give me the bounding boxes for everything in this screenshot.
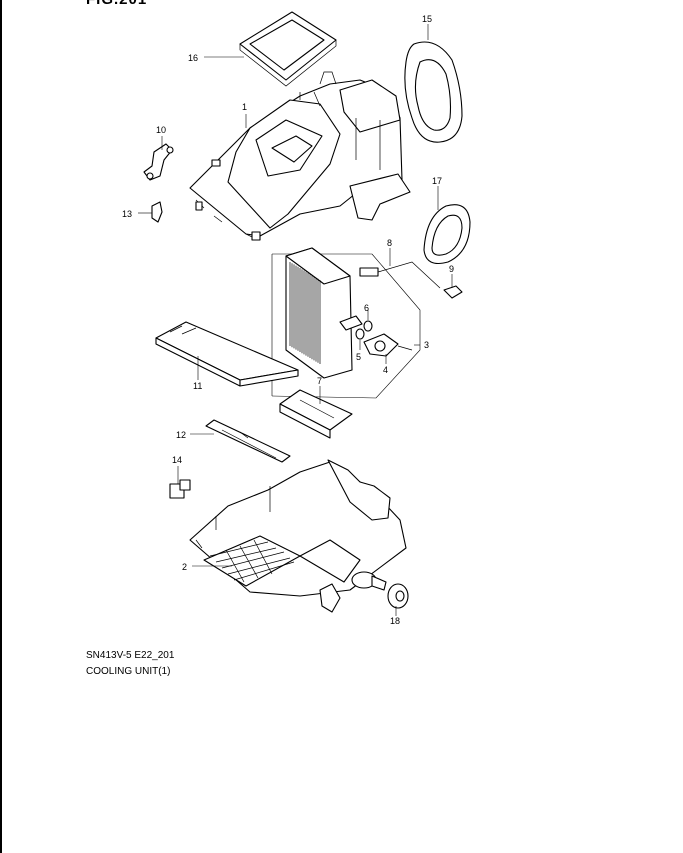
callout-13: 13: [122, 209, 132, 219]
part-5-o-ring: [355, 328, 365, 340]
part-1-upper-case: [189, 71, 411, 241]
part-4-expansion-valve: [363, 333, 413, 357]
part-11-air-filter: [155, 321, 299, 387]
callout-11: 11: [193, 381, 202, 391]
part-17-small-gasket: [423, 204, 471, 265]
callout-2: 2: [182, 562, 187, 572]
callout-10: 10: [156, 125, 166, 135]
part-9-clip: [443, 285, 463, 299]
part-8-thermo-sensor: [359, 261, 441, 289]
callout-leader-lines: [138, 24, 453, 616]
part-6-o-ring: [363, 320, 373, 332]
callout-7: 7: [317, 376, 322, 386]
callout-8: 8: [387, 238, 392, 248]
part-12-rail: [205, 419, 291, 463]
callout-14: 14: [172, 455, 182, 465]
figure-title: FIG.201: [86, 0, 147, 8]
part-7-filter-cover: [279, 389, 353, 439]
callout-3: 3: [424, 340, 429, 350]
evaporator-core: [285, 247, 363, 379]
callout-5: 5: [356, 352, 361, 362]
callout-17: 17: [432, 176, 442, 186]
callout-18: 18: [390, 616, 400, 626]
callout-16: 16: [188, 53, 198, 63]
part-2-lower-case: [189, 459, 407, 613]
callout-1: 1: [242, 102, 247, 112]
callout-9: 9: [449, 264, 454, 274]
part-15-gasket-ring: [404, 41, 463, 143]
part-13-clip: [151, 201, 163, 223]
part-10-bracket: [143, 143, 174, 181]
part-16-duct-seal: [239, 11, 337, 87]
callout-15: 15: [422, 14, 432, 24]
callout-6: 6: [364, 303, 369, 313]
callout-numbers: 1 2 3 4 5 6 7 8 9 10 11 12 13 14 15 16 1…: [122, 14, 454, 626]
part-18-grommet: [387, 583, 409, 609]
exploded-parts-drawing: 1 2 3 4 5 6 7 8 9 10 11 12 13 14 15 16 1…: [122, 11, 471, 626]
callout-12: 12: [176, 430, 186, 440]
figure-caption: COOLING UNIT(1): [86, 666, 171, 677]
part-14-connector: [169, 479, 191, 499]
figure-code: SN413V-5 E22_201: [86, 650, 175, 661]
callout-4: 4: [383, 365, 388, 375]
page-left-border: [0, 0, 2, 853]
